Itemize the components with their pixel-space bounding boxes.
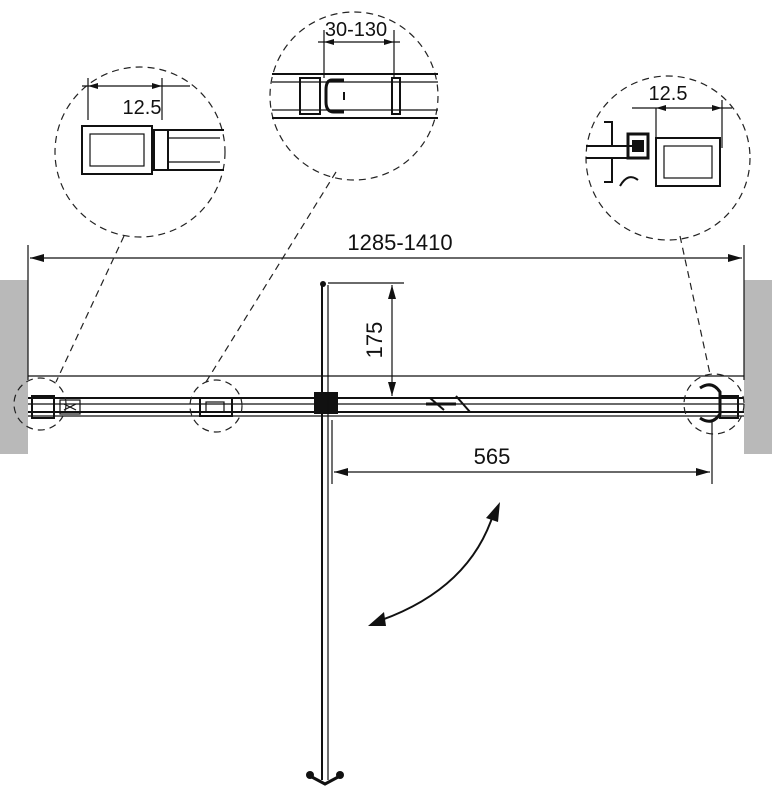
detail-left: 12.5 [54,66,226,238]
detail-center: 30-130 [269,11,439,181]
label-door-opening: 565 [474,444,511,469]
wall-left [0,280,28,454]
dimension-total-width: 1285-1410 [27,230,745,380]
leader-center [205,171,337,383]
leader-left [55,235,125,383]
shower-profile-rails [28,375,744,423]
dimension-door-opening: 565 [331,420,713,484]
detail-marker-right [683,373,745,435]
leader-right [679,235,711,375]
swing-direction-arrow [368,502,500,626]
door-leaf [306,281,344,786]
detail-marker-left [13,377,67,431]
detail-marker-center [189,379,243,433]
label-door-offset: 175 [362,322,387,359]
label-detail-left: 12.5 [123,97,162,119]
label-total-width: 1285-1410 [347,230,452,255]
wall-right [744,280,772,454]
dimension-door-offset: 175 [328,282,404,396]
detail-right: 12.5 [585,75,751,241]
label-detail-right: 12.5 [649,83,688,105]
label-detail-center: 30-130 [325,19,387,41]
